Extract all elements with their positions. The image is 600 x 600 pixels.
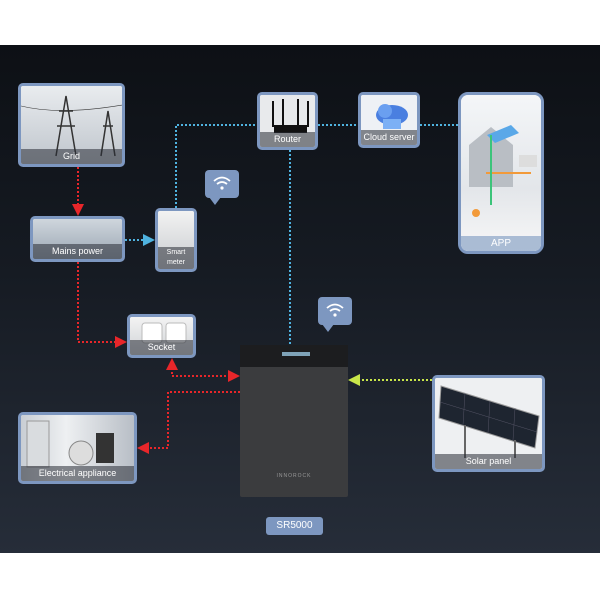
electrical-appliance-node: Electrical appliance bbox=[18, 412, 137, 484]
app-label: APP bbox=[461, 236, 541, 251]
solar-panel-label: Solar panel bbox=[435, 454, 542, 469]
electrical-appliance-label: Electrical appliance bbox=[21, 466, 134, 481]
solar-panel-node: Solar panel bbox=[432, 375, 545, 472]
app-node: APP bbox=[458, 92, 544, 254]
control-panel bbox=[240, 345, 348, 367]
router-node: Router bbox=[257, 92, 318, 150]
router-label: Router bbox=[260, 132, 315, 147]
cloud-server-node: Cloud server bbox=[358, 92, 420, 148]
phone-app-image bbox=[461, 95, 541, 251]
socket-node: Socket bbox=[127, 314, 196, 358]
line-device-socket bbox=[166, 358, 240, 382]
wifi-icon bbox=[326, 303, 344, 317]
socket-label: Socket bbox=[130, 340, 193, 355]
line-meter-router bbox=[175, 124, 257, 208]
mains-power-node: Mains power bbox=[30, 216, 125, 262]
model-label: SR5000 bbox=[266, 517, 323, 535]
solar-panel-image bbox=[435, 378, 542, 469]
wifi-bubble-device bbox=[318, 297, 352, 332]
brand-logo: INNOROCK bbox=[276, 473, 312, 479]
display-indicator bbox=[282, 352, 310, 356]
line-device-appliance bbox=[137, 391, 240, 454]
mains-power-label: Mains power bbox=[33, 244, 122, 259]
line-mains-socket bbox=[77, 262, 127, 348]
cloud-server-label: Cloud server bbox=[361, 130, 417, 145]
sr5000-battery-unit: INNOROCK bbox=[240, 345, 348, 497]
wifi-icon bbox=[213, 176, 231, 190]
smart-meter-label: Smart meter bbox=[158, 247, 194, 269]
wifi-bubble-meter bbox=[205, 170, 239, 205]
grid-label: Grid bbox=[21, 149, 122, 164]
smart-meter-node: Smart meter bbox=[155, 208, 197, 272]
grid-node: Grid bbox=[18, 83, 125, 167]
